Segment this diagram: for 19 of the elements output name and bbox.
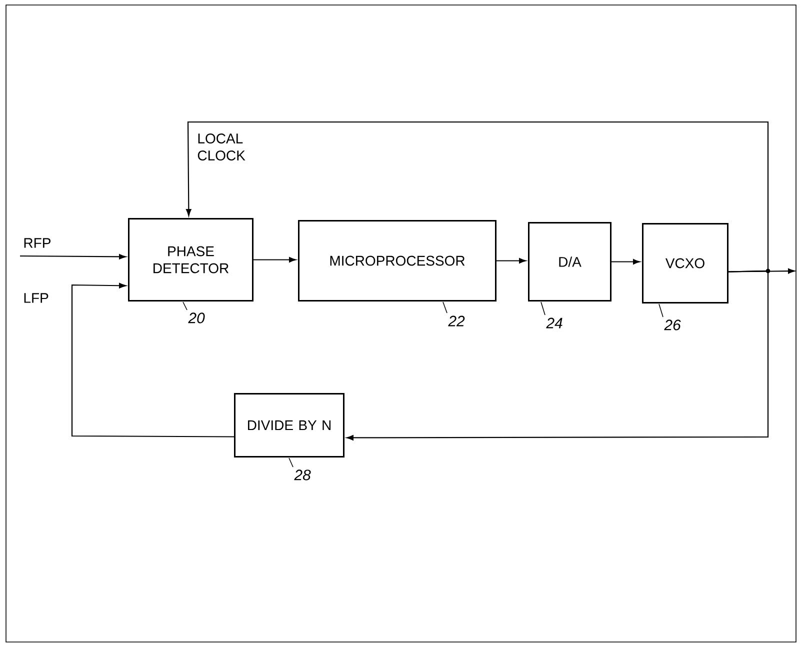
reference-numeral: 20 — [188, 312, 205, 324]
block-box: DIVIDE BY N — [234, 393, 344, 458]
reference-numeral: 26 — [664, 320, 681, 330]
arrow — [71, 283, 234, 438]
arrow — [254, 257, 296, 262]
edge-label: LOCAL CLOCK — [198, 134, 246, 160]
block-box: VCXO — [642, 223, 728, 304]
reference-numeral: 24 — [546, 318, 562, 328]
reference-numeral: 28 — [294, 470, 311, 480]
block-box: PHASE DETECTOR — [128, 218, 254, 302]
reference-numeral: 22 — [448, 316, 465, 326]
edge-label: RFP — [24, 238, 50, 248]
arrow — [20, 254, 126, 260]
block-box: D/A — [528, 222, 612, 302]
arrow — [496, 258, 526, 264]
block-box: MICROPROCESSOR — [298, 220, 496, 302]
arrow — [612, 259, 640, 264]
arrow — [346, 270, 769, 440]
edge-label: LFP — [24, 293, 48, 303]
